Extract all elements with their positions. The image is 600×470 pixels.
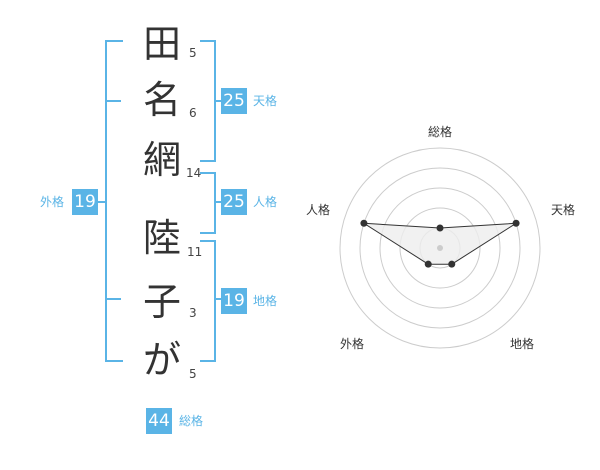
soukaku-label: 総格 (179, 414, 204, 428)
chikaku-value: 19 (221, 288, 247, 314)
radar-grid-ring (339, 147, 541, 349)
radar-point-4 (360, 219, 368, 227)
chikaku-bracket (200, 240, 216, 362)
radar-point-2 (448, 260, 456, 268)
stroke-count-1: 5 (189, 46, 197, 60)
gaikaku-bracket (105, 40, 123, 362)
jinkaku-value: 25 (221, 189, 247, 215)
bracket-tick (105, 298, 121, 300)
chikaku-label: 地格 (253, 294, 278, 308)
gaikaku-value: 19 (72, 189, 98, 215)
soukaku-value: 44 (146, 408, 172, 434)
bracket-connector (214, 298, 222, 300)
stroke-count-5: 3 (189, 306, 197, 320)
name-char-5: 子 (142, 280, 181, 324)
name-char-4: 陸 (142, 216, 181, 260)
stroke-count-4: 11 (187, 245, 203, 259)
jinkaku-label: 人格 (253, 195, 278, 209)
radar-point-0 (436, 224, 444, 232)
radar-label-soukaku: 総格 (428, 125, 453, 139)
radar-point-3 (424, 260, 432, 268)
jinkaku-bracket (200, 172, 216, 234)
radar-polygon (363, 222, 517, 265)
tenkaku-label: 天格 (253, 94, 278, 108)
name-char-1: 田 (142, 22, 181, 66)
radar-label-jinkaku: 人格 (306, 203, 331, 217)
bracket-tick (105, 100, 121, 102)
name-char-3: 網 (142, 138, 181, 182)
radar-label-tenkaku: 天格 (551, 203, 576, 217)
bracket-connector (214, 201, 222, 203)
name-char-2: 名 (142, 78, 181, 122)
radar-label-chikaku: 地格 (510, 337, 535, 351)
radar-grid-ring (399, 207, 481, 289)
stroke-count-3: 14 (186, 166, 202, 180)
radar-points (360, 219, 520, 268)
bracket-connector (98, 201, 106, 203)
radar-grid-ring (379, 187, 501, 309)
gaikaku-label: 外格 (40, 195, 65, 209)
stroke-count-6: 5 (189, 367, 197, 381)
radar-center-dot (437, 245, 443, 251)
name-char-6: が (142, 338, 181, 382)
radar-point-1 (512, 219, 520, 227)
radar-grid-ring (359, 167, 521, 329)
radar-label-gaikaku: 外格 (340, 337, 365, 351)
stroke-count-2: 6 (189, 106, 197, 120)
tenkaku-value: 25 (221, 88, 247, 114)
bracket-connector (214, 100, 222, 102)
